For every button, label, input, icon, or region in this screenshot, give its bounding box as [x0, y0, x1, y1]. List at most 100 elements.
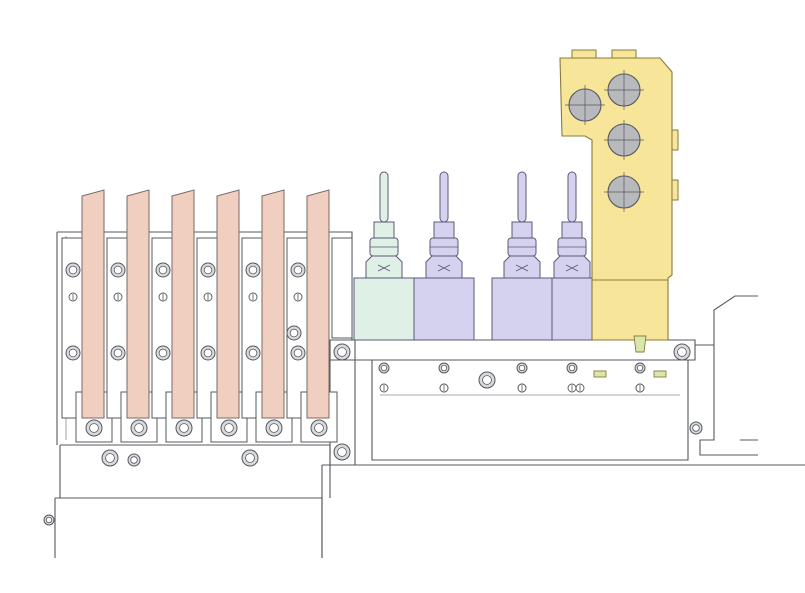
tool-holder-2: [413, 171, 475, 393]
bracket-screw: [689, 421, 703, 435]
bracket-screw-inner: [692, 424, 700, 432]
tool-post-bore-4: [604, 172, 644, 212]
blade-screw-bottom-6-inner: [293, 348, 303, 358]
blade-pin-3: [158, 292, 168, 302]
tool-post-bore-3: [604, 120, 644, 160]
tool-holder-shoulder-3: [503, 255, 541, 279]
blade-end-screw: [286, 325, 302, 341]
clamp-screw-top: [333, 343, 351, 361]
tool-holder-3: [491, 171, 553, 393]
base-screw-1-inner: [105, 453, 115, 463]
tool-holder-body-1: [353, 277, 415, 341]
tool-holder-shoulder-2: [425, 255, 463, 279]
tool-holder-screw-3-inner: [518, 364, 526, 372]
blade-screw-top-6: [290, 262, 306, 278]
tool-holder-4: [551, 171, 593, 393]
blade-unit-5: [241, 189, 293, 443]
right-carriage: [371, 360, 689, 461]
clamp-screw-bottom: [333, 443, 351, 461]
blade-clamp-screw-3: [175, 419, 193, 437]
blade-screw-bottom-1-inner: [68, 348, 78, 358]
tool-post-cap-left: [571, 49, 597, 59]
tool-shank-4: [567, 171, 577, 223]
base-bottom-plate: [321, 464, 805, 558]
carriage-pin-3: [575, 383, 585, 393]
blade-end-screw-inner: [289, 328, 299, 338]
tool-holder-pin-1: [379, 383, 389, 393]
tool-holder-screw-2: [438, 362, 450, 374]
tool-post-bore-1: [565, 85, 605, 125]
carriage-center-screw: [478, 371, 496, 389]
blade-clamp-screw-1-inner: [89, 423, 99, 433]
tool-holder-shoulder-1: [365, 255, 403, 279]
blade-clamp-screw-4-inner: [224, 423, 234, 433]
carriage-pin-2: [517, 383, 527, 393]
tool-holder-collet-4: [561, 221, 583, 239]
blade-screw-bottom-5: [245, 345, 261, 361]
tool-post-side-tab-upper: [671, 129, 679, 151]
clamp-screw-top-inner: [337, 347, 347, 357]
left-base-block: [54, 497, 323, 558]
tool-holder-screw-1: [378, 362, 390, 374]
blade-screw-bottom-1: [65, 345, 81, 361]
blade-screw-bottom-6: [290, 345, 306, 361]
blade-screw-top-3: [155, 262, 171, 278]
blade-pin-2: [113, 292, 123, 302]
blade-4: [216, 189, 240, 419]
yellow-tool-post: [559, 49, 679, 341]
base-side-screw-inner: [45, 516, 53, 524]
tool-holder-body-2: [413, 277, 475, 341]
blade-3: [171, 189, 195, 419]
post-locating-key: [633, 335, 647, 353]
blade-clamp-screw-1: [85, 419, 103, 437]
blade-screw-top-1-inner: [68, 265, 78, 275]
tool-holder-shoulder-4: [553, 255, 591, 279]
tool-holder-body-4: [551, 277, 593, 341]
blade-screw-top-2: [110, 262, 126, 278]
blade-screw-bottom-3: [155, 345, 171, 361]
screw-set: [43, 325, 703, 526]
blade-clamp-screw-4: [220, 419, 238, 437]
tool-post-cap-right: [611, 49, 637, 59]
blade-5: [261, 189, 285, 419]
base-side-screw: [43, 514, 55, 526]
blade-screw-top-5-inner: [248, 265, 258, 275]
blade-screw-top-3-inner: [158, 265, 168, 275]
blade-stack: [61, 189, 353, 443]
blade-screw-bottom-4: [200, 345, 216, 361]
blade-unit-6: [286, 189, 338, 443]
carriage-pin-1: [439, 383, 449, 393]
blade-6: [306, 189, 330, 419]
tool-holder-screw-3: [516, 362, 528, 374]
blade-clamp-screw-5-inner: [269, 423, 279, 433]
dowel-1: [593, 370, 607, 378]
blade-1: [81, 189, 105, 419]
tool-shank-3: [517, 171, 527, 223]
tool-post-bore-2: [604, 70, 644, 110]
tool-post-side-tab-lower: [671, 179, 679, 201]
post-base-screw: [634, 362, 646, 374]
dowel-2: [653, 370, 667, 378]
right-bracket: [695, 295, 758, 456]
base-screw-3-inner: [245, 453, 255, 463]
dowel-pins: [593, 335, 667, 378]
post-base-screw-inner: [636, 364, 644, 372]
carriage-pin-4: [635, 383, 645, 393]
tool-holder-body-3: [491, 277, 553, 341]
blade-screw-top-2-inner: [113, 265, 123, 275]
blade-screw-bottom-2: [110, 345, 126, 361]
blade-clamp-screw-6-inner: [314, 423, 324, 433]
blade-clamp-screw-2: [130, 419, 148, 437]
blade-screw-top-4: [200, 262, 216, 278]
tool-holder-collet-1: [373, 221, 395, 239]
tool-holder-collet-2: [433, 221, 455, 239]
blade-screw-top-1: [65, 262, 81, 278]
blade-pin-1: [68, 292, 78, 302]
tool-holder-screw-2-inner: [440, 364, 448, 372]
blade-end-strip: [331, 237, 353, 339]
blade-pin-6: [293, 292, 303, 302]
blade-unit-1: [61, 189, 113, 443]
tool-holder-mark-1: [377, 264, 391, 272]
